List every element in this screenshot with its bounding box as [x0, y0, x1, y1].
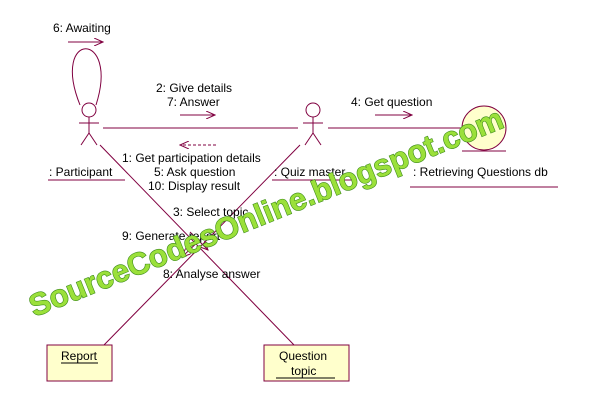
msg-select-topic: 3: Select topic	[173, 205, 248, 219]
msg-display-result: 10: Display result	[148, 179, 241, 193]
questions-db-entity[interactable]	[461, 105, 507, 151]
msg-awaiting: 6: Awaiting	[53, 21, 111, 35]
participant-actor[interactable]	[79, 102, 99, 146]
question-topic-label-line1: Question	[279, 349, 327, 363]
report-box[interactable]	[46, 344, 113, 382]
link-self-participant	[71, 48, 102, 106]
message-arrows	[68, 42, 412, 257]
arrow-generate-report	[182, 234, 206, 257]
quiz-master-label: : Quiz master	[274, 165, 345, 179]
link-participant-questiontopic	[99, 144, 296, 347]
participant-label: : Participant	[49, 165, 113, 179]
questions-db-label: : Retrieving Questions db	[413, 165, 548, 179]
watermark: SourceCodesOnline.blogspot.com	[24, 101, 508, 324]
msg-answer: 7: Answer	[167, 95, 220, 109]
msg-get-participation: 1: Get participation details	[122, 151, 261, 165]
report-label: Report	[61, 349, 98, 363]
question-topic-label-line2: topic	[291, 364, 316, 378]
msg-get-question: 4: Get question	[351, 95, 432, 109]
question-topic-box[interactable]	[263, 344, 350, 382]
quiz-master-actor[interactable]	[303, 102, 323, 146]
msg-generate-report: 9: Generate report	[122, 229, 221, 243]
msg-ask-question: 5: Ask question	[154, 165, 235, 179]
msg-analyse-answer: 8: Analyse answer	[163, 267, 260, 281]
msg-give-details: 2: Give details	[156, 81, 232, 95]
